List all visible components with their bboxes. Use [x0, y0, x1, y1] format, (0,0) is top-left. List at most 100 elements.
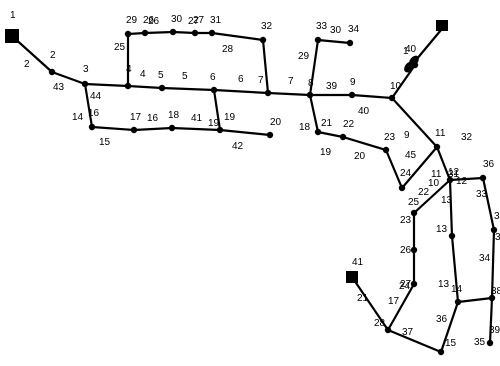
branch-label-e45: 21 [357, 293, 369, 304]
bus-label-S: 8 [308, 78, 314, 89]
branch-line-e30 [481, 176, 496, 232]
branch-label-e33: 35 [474, 337, 486, 348]
branch-label-e39: 36 [436, 314, 448, 325]
branch-label-e40: 12 [456, 176, 468, 187]
branch-label-e35: 23 [400, 215, 412, 226]
branch-line-e13 [90, 125, 136, 132]
branch-label-e2: 43 [53, 82, 65, 93]
branch-label-e36: 24 [399, 281, 411, 292]
branch-label-e10: 27 [188, 16, 200, 27]
bus-node-L [208, 29, 216, 37]
branch-label-e7: 7 [288, 76, 294, 87]
source-block-icon [436, 20, 448, 31]
bus-node-K [191, 29, 199, 37]
bus-node-AE [479, 174, 487, 182]
branch-line-e31 [448, 178, 454, 238]
branch-line-e43 [456, 296, 494, 304]
bus-node-U [388, 94, 396, 102]
branch-line-e25 [384, 148, 404, 190]
bus-label-D: 4 [126, 64, 132, 75]
bus-label-O: 17 [130, 112, 142, 123]
branch-line-e2 [50, 70, 87, 86]
bus-node-B [48, 68, 56, 76]
bus-node-P [168, 124, 176, 132]
branch-label-e41: 11 [431, 169, 442, 180]
branch-line-e45 [350, 275, 390, 332]
bus-label-AF: 37 [494, 211, 500, 222]
bus-node-R [266, 131, 274, 139]
branch-label-e19: 29 [298, 51, 310, 62]
bus-node-J [169, 28, 177, 36]
nodes-layer [5, 20, 498, 356]
bus-label-AI: 38 [491, 286, 500, 297]
bus-label-T: 9 [350, 77, 356, 88]
bus-label-M: 32 [261, 21, 273, 32]
branch-label-e24: 20 [354, 151, 366, 162]
branch-label-e29: 33 [476, 189, 488, 200]
edges-layer [10, 28, 496, 354]
branch-label-e22: 18 [299, 122, 311, 133]
bus-label-AJ: 39 [489, 325, 500, 336]
bus-node-N [88, 123, 96, 131]
bus-label-I: 26 [143, 15, 155, 26]
bus-label-F: 6 [210, 72, 216, 83]
bus-label-AH: 14 [451, 284, 463, 295]
bus-label-AD: 12 [448, 167, 460, 178]
bus-label-Y: 21 [321, 118, 333, 129]
branch-line-e29 [448, 176, 485, 182]
bus-label-AO: 15 [445, 338, 457, 349]
bus-node-AD [446, 176, 454, 184]
branch-line-e37 [386, 282, 416, 332]
branch-label-e14: 16 [147, 113, 159, 124]
branch-label-e26: 45 [405, 150, 417, 161]
branch-line-e26 [400, 145, 439, 190]
branch-label-e12: 14 [72, 112, 84, 123]
branch-label-e28: 31 [448, 169, 460, 180]
bus-node-AA [382, 146, 390, 154]
bus-node-AI [488, 294, 496, 302]
branch-label-e30: 34 [479, 253, 491, 264]
branch-label-e6: 6 [238, 74, 244, 85]
branch-label-e13: 15 [99, 137, 111, 148]
branch-line-e16 [212, 88, 222, 132]
branch-label-e20: 30 [330, 25, 342, 36]
bus-label-Q: 19 [208, 118, 220, 129]
branch-label-e16: 19 [224, 112, 236, 123]
branch-label-e27: 32 [461, 132, 473, 143]
branch-line-e5 [160, 86, 216, 92]
branch-line-e7 [266, 91, 312, 97]
branch-label-e9: 26 [148, 16, 160, 27]
bus-label-G: 7 [258, 75, 264, 86]
branch-label-e43: 38 [495, 232, 500, 243]
branch-label-e38: 37 [402, 327, 414, 338]
branch-line-e27 [390, 96, 439, 149]
bus-node-AC [433, 143, 441, 151]
bus-node-AF [490, 226, 498, 234]
branch-label-e21: 40 [358, 106, 370, 117]
bus-node-O [130, 126, 138, 134]
branch-line-e11 [210, 31, 265, 42]
branch-line-e6 [212, 88, 270, 95]
branch-line-e17 [218, 128, 272, 137]
branch-label-e25: 9 [404, 130, 410, 141]
bus-label-AE: 36 [483, 159, 495, 170]
branch-line-e9b [143, 30, 175, 35]
branch-label-e34: 22 [418, 187, 430, 198]
bus-label-H: 29 [126, 15, 138, 26]
bus-node-X [411, 61, 419, 69]
bus-node-T [348, 91, 356, 99]
bus-label-J: 30 [171, 14, 183, 25]
bus-node-AN [384, 326, 392, 334]
branch-line-e39 [439, 300, 460, 354]
bus-label-K: 27 [193, 15, 205, 26]
bus-node-AG [448, 232, 456, 240]
bus-node-G [264, 89, 272, 97]
bus-node-AO [437, 348, 445, 356]
bus-node-S [306, 91, 314, 99]
bus-node-D [124, 82, 132, 90]
bus-node-AH [454, 298, 462, 306]
branch-line-e32 [450, 234, 460, 304]
branch-line-e22 [308, 93, 320, 134]
bus-node-AM [410, 280, 418, 288]
branch-label-e3: 44 [90, 91, 102, 102]
